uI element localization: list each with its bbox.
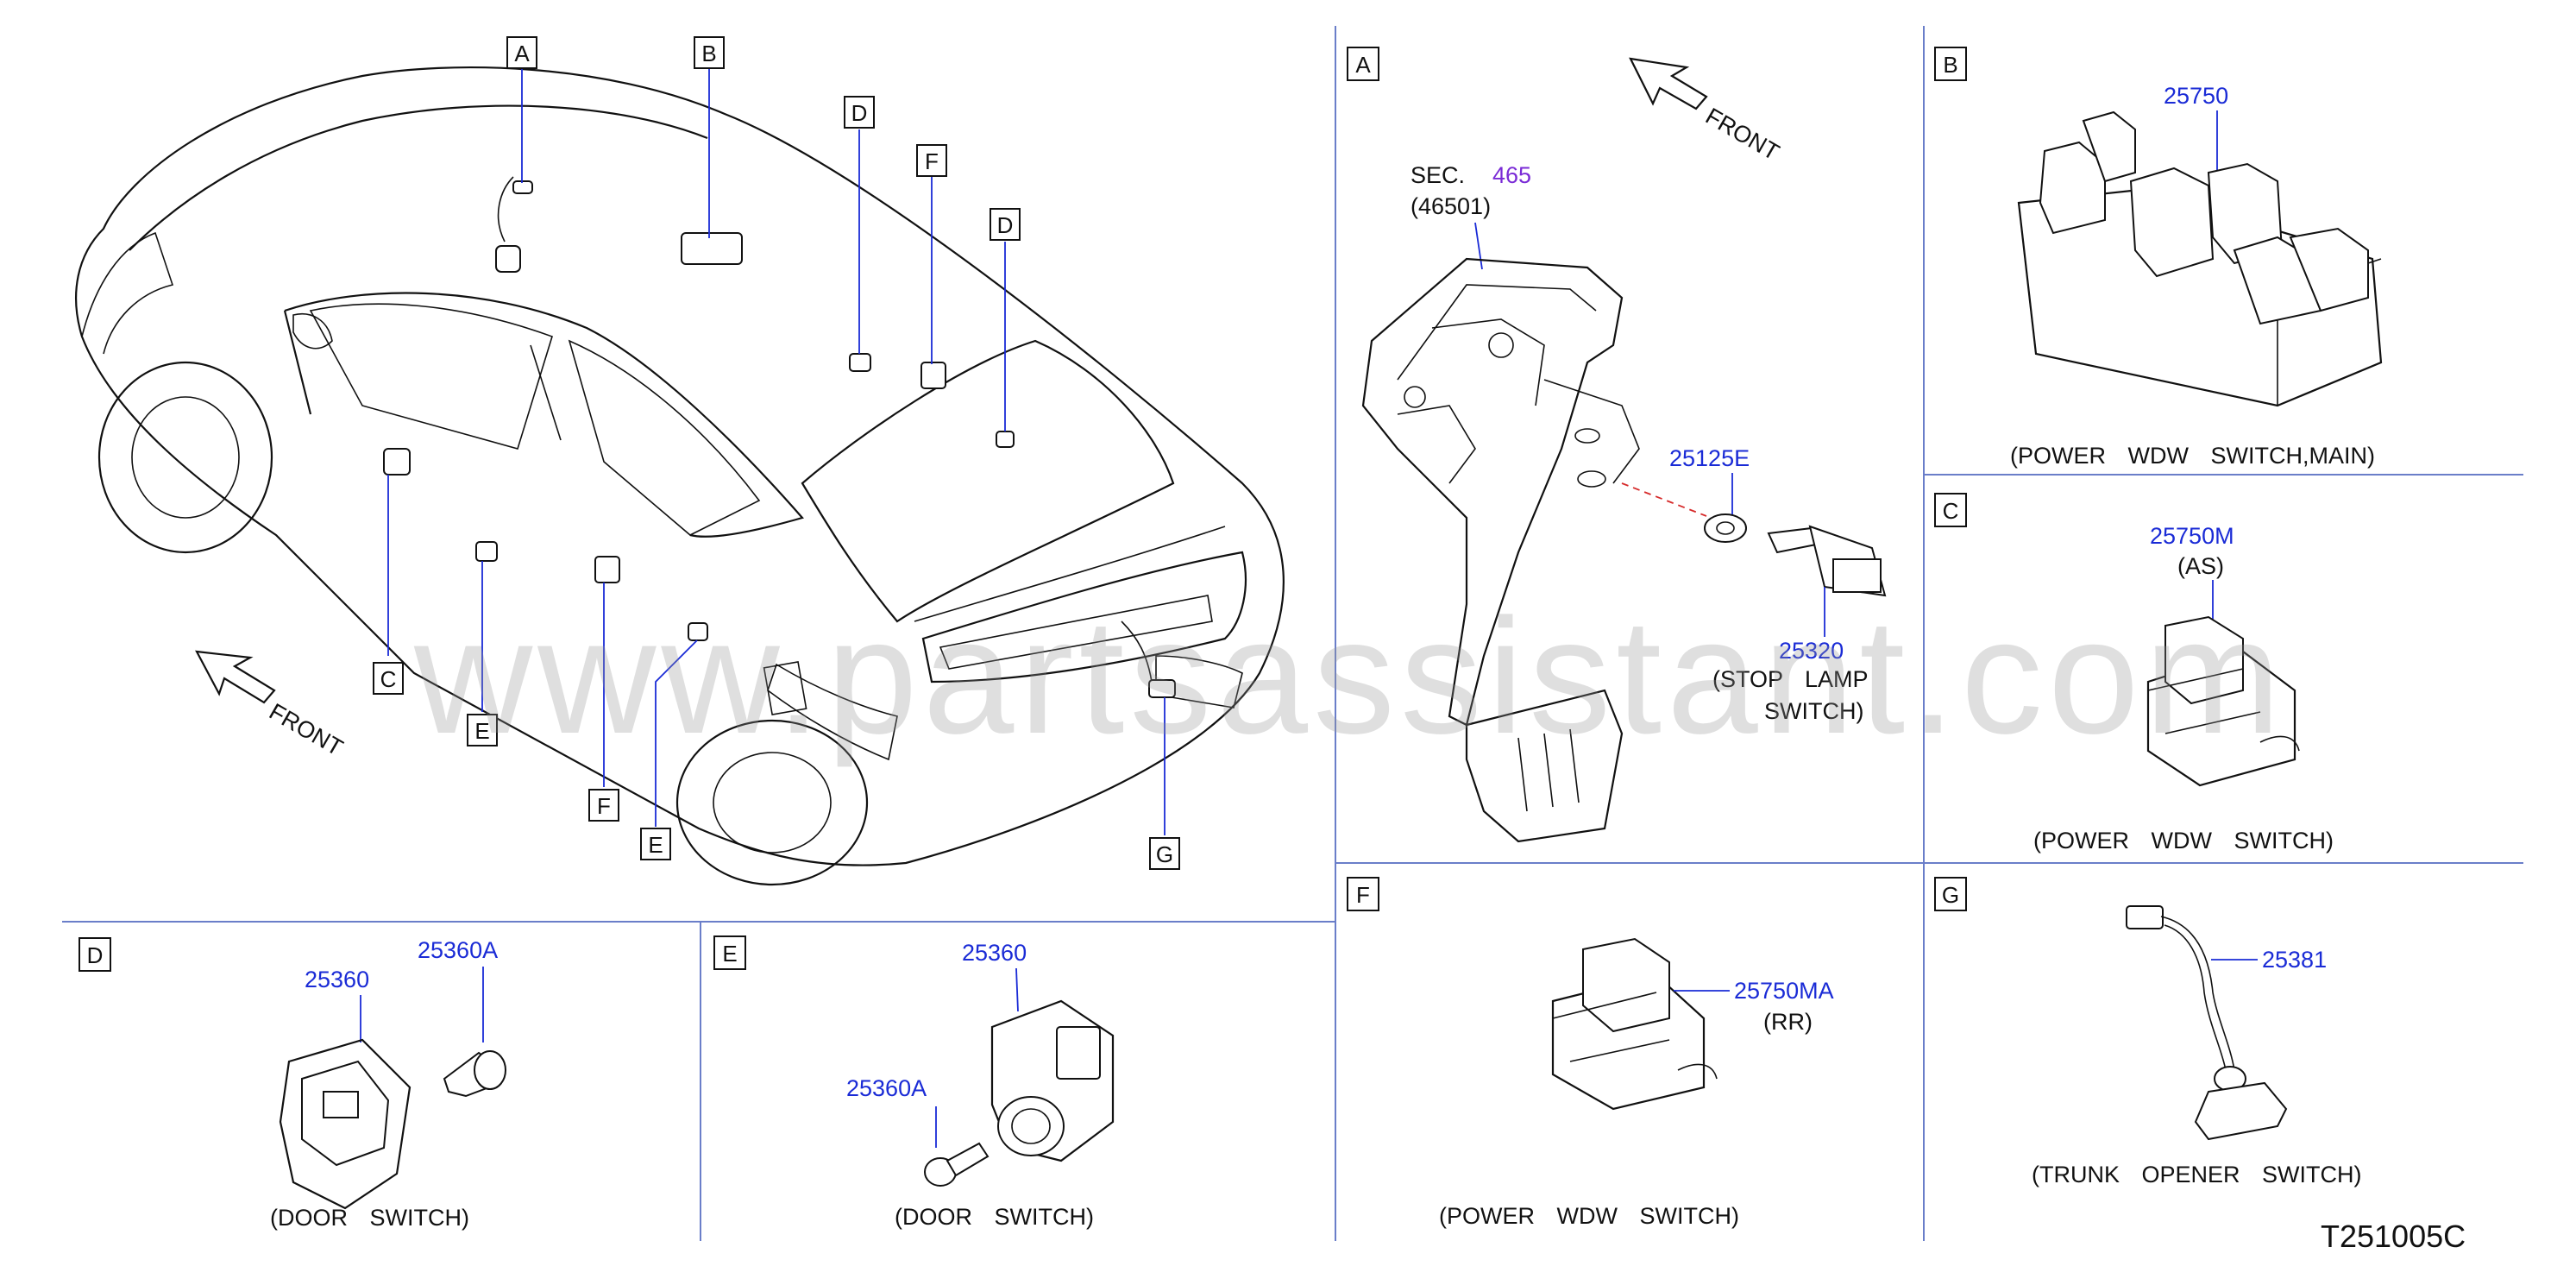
note-rr: (RR) bbox=[1763, 1009, 1813, 1035]
part-d-25360: 25360 bbox=[305, 967, 369, 992]
panel-b-letter: B bbox=[1943, 52, 1957, 78]
vehicle-overview bbox=[75, 66, 1285, 886]
vehicle-parts bbox=[383, 176, 1176, 698]
caption-g: (TRUNK OPENER SWITCH) bbox=[2032, 1162, 2362, 1187]
part-25750ma: 25750MA bbox=[1734, 978, 1834, 1004]
caption-d: (DOOR SWITCH) bbox=[270, 1205, 469, 1231]
document-id: T251005C bbox=[2321, 1219, 2466, 1254]
part-25381: 25381 bbox=[2262, 947, 2327, 973]
vehicle-callout-leaders bbox=[387, 69, 1165, 835]
callout-c: C bbox=[380, 666, 397, 692]
panel-a: A FRONT SEC. 465 (46501) 25125E 2532 bbox=[1347, 47, 1887, 843]
part-d-25360a: 25360A bbox=[418, 937, 498, 963]
panel-b: B 25750 (POWER WDW SWITCH,MAIN) bbox=[1934, 47, 2383, 469]
panel-f: F 25750MA (RR) (POWER WDW SWITCH) bbox=[1347, 877, 1834, 1229]
panel-g: G 25381 (TRUNK OPENER SWITCH) bbox=[1934, 877, 2362, 1187]
front-arrow-main: FRONT bbox=[195, 650, 348, 761]
callout-d-1: D bbox=[851, 100, 868, 126]
front-label-a: FRONT bbox=[1701, 103, 1784, 165]
callout-e-1: E bbox=[474, 718, 489, 744]
part-25750m: 25750M bbox=[2150, 523, 2234, 549]
sec-number: 465 bbox=[1492, 162, 1531, 188]
caption-c: (POWER WDW SWITCH) bbox=[2033, 828, 2334, 854]
panel-d-letter: D bbox=[87, 942, 104, 968]
caption-stop-lamp-1: (STOP LAMP bbox=[1712, 666, 1869, 692]
front-label-main: FRONT bbox=[265, 698, 348, 760]
panel-d: D 25360 25360A (DOOR SWITCH) bbox=[79, 937, 506, 1231]
part-e-25360a: 25360A bbox=[846, 1075, 927, 1101]
panel-c: C 25750M (AS) (POWER WDW SWITCH) bbox=[1934, 493, 2334, 854]
callout-a: A bbox=[514, 41, 530, 66]
vehicle-callout-boxes: A B D F D C E F E G bbox=[373, 36, 1180, 870]
callout-d-2: D bbox=[997, 212, 1014, 238]
panel-a-letter: A bbox=[1355, 52, 1371, 78]
caption-f: (POWER WDW SWITCH) bbox=[1439, 1203, 1739, 1229]
sec-ref: (46501) bbox=[1411, 193, 1491, 219]
panel-c-letter: C bbox=[1943, 498, 1959, 524]
panel-dividers bbox=[62, 26, 2523, 1241]
part-e-25360: 25360 bbox=[962, 940, 1027, 966]
part-25125e: 25125E bbox=[1669, 445, 1750, 471]
caption-e: (DOOR SWITCH) bbox=[895, 1204, 1094, 1230]
sec-prefix: SEC. bbox=[1411, 162, 1465, 188]
note-as: (AS) bbox=[2177, 553, 2224, 579]
callout-f-2: F bbox=[597, 793, 611, 819]
part-25320: 25320 bbox=[1779, 638, 1844, 664]
caption-stop-lamp-2: SWITCH) bbox=[1764, 698, 1863, 724]
panel-f-letter: F bbox=[1356, 882, 1370, 908]
panel-e: E 25360 25360A (DOOR SWITCH) bbox=[713, 935, 1115, 1230]
panel-e-letter: E bbox=[722, 941, 737, 967]
callout-e-2: E bbox=[648, 832, 663, 858]
caption-b: (POWER WDW SWITCH,MAIN) bbox=[2010, 443, 2375, 469]
panel-g-letter: G bbox=[1942, 882, 1959, 908]
callout-b: B bbox=[701, 41, 716, 66]
part-25750: 25750 bbox=[2164, 83, 2228, 109]
callout-g: G bbox=[1156, 841, 1173, 867]
callout-f-1: F bbox=[925, 148, 939, 174]
